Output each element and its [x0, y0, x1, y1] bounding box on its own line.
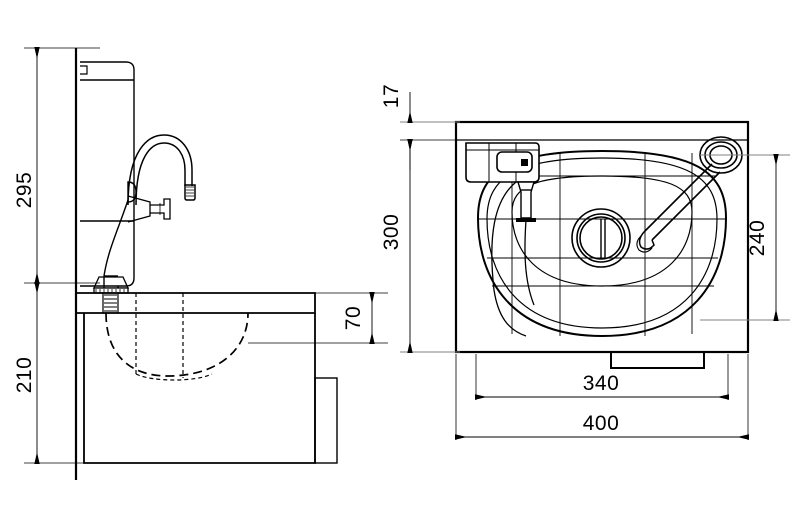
gooseneck-spout: [127, 134, 196, 206]
bracket: [314, 377, 338, 464]
drain-tailpiece: [491, 181, 535, 337]
supply-pipe: [103, 199, 129, 288]
dimension-label-17: 17: [380, 84, 403, 108]
dimension-label-210: 210: [13, 357, 36, 394]
lever-handle: [127, 195, 171, 223]
drain-strainer: [571, 208, 631, 268]
apron-panel: [83, 313, 316, 464]
dimension-label-240: 240: [746, 220, 769, 257]
dimension-label-295: 295: [13, 172, 36, 209]
basin-drain-dashed: [135, 293, 213, 381]
basin-bowl-dashed: [105, 312, 249, 377]
dimension-340: 340: [475, 372, 729, 400]
escutcheon: [92, 276, 130, 314]
side-elevation-view: [74, 48, 338, 480]
sensor-window: [496, 151, 533, 173]
dimension-70: 70: [248, 292, 388, 344]
faucet-arm: [636, 163, 721, 253]
mount-plate: [610, 352, 705, 369]
outer-rim: [454, 120, 750, 354]
back-panel: [80, 61, 135, 287]
dimension-label-400: 400: [583, 412, 620, 435]
dimension-400: 400: [455, 412, 749, 440]
dimension-300: 300: [380, 139, 413, 353]
dimension-240: 240: [700, 154, 790, 321]
plan-view: [454, 120, 750, 369]
dimension-295: 295: [13, 47, 40, 284]
plan-dimensions: 17 300 240 340 400: [380, 84, 790, 440]
dimension-label-70: 70: [342, 306, 365, 330]
spout-outlet: [516, 181, 536, 222]
basin-contour-lines: [478, 152, 726, 336]
basin-rim: [76, 292, 316, 314]
sensor-body: [127, 181, 137, 203]
side-dimensions: 295 210 70: [13, 47, 388, 464]
dimension-label-300: 300: [380, 214, 403, 251]
dimension-17: 17: [380, 84, 413, 170]
dimension-210: 210: [13, 282, 40, 464]
dimension-label-340: 340: [583, 372, 620, 395]
